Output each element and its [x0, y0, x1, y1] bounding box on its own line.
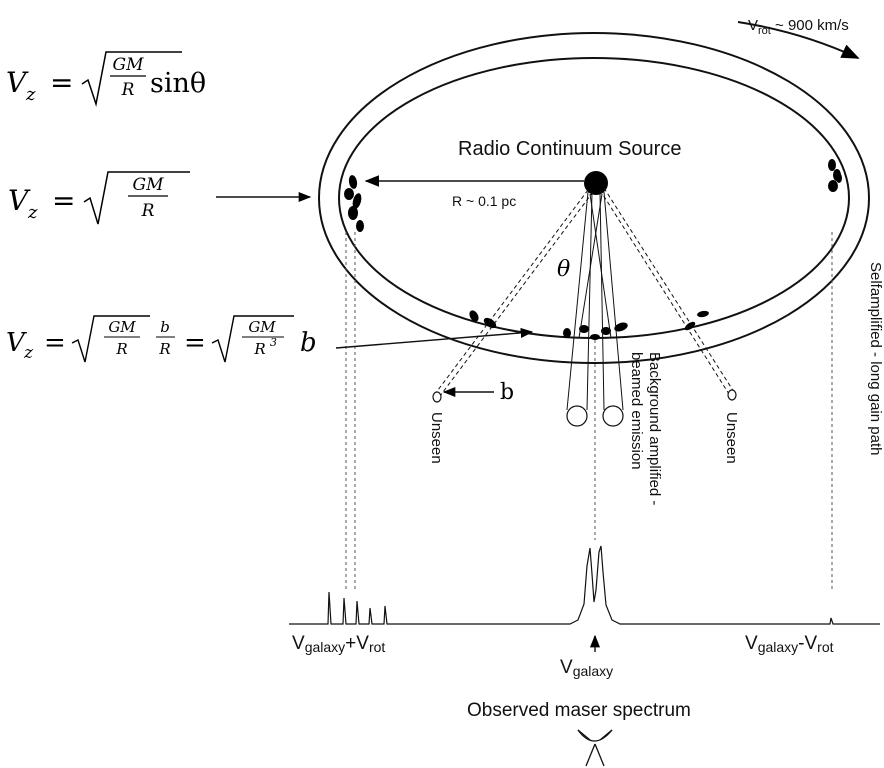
svg-text:V: V: [6, 66, 29, 99]
svg-text:z: z: [23, 343, 34, 363]
background-beams: [566, 191, 624, 411]
svg-text:GM: GM: [113, 55, 145, 75]
svg-text:sinθ: sinθ: [150, 68, 206, 99]
telescope-icon: [577, 729, 613, 767]
svg-text:b: b: [300, 328, 317, 358]
spectrum-title: Observed maser spectrum: [467, 700, 691, 721]
eq3-arrow: [335, 327, 534, 349]
spectrum-label-center: Vgalaxy: [560, 657, 613, 679]
radio-source: [584, 171, 608, 195]
rotation-arrow: [737, 21, 860, 59]
maser-disk: [318, 32, 870, 364]
svg-text:=: =: [44, 328, 66, 358]
observer-circle-bg-left: [566, 405, 588, 427]
svg-text:R: R: [253, 340, 265, 358]
svg-text:GM: GM: [133, 175, 165, 195]
equation-3: V z = GM R b R = GM R 3 b: [6, 315, 317, 363]
svg-text:V: V: [6, 328, 27, 358]
svg-text:z: z: [25, 84, 36, 105]
svg-text:V: V: [8, 184, 31, 217]
spectrum-label-left: Vgalaxy+Vrot: [292, 633, 385, 655]
observer-circle-unseen-right: [727, 389, 737, 401]
unseen-right-label: Unseen: [723, 412, 740, 464]
svg-text:R: R: [121, 80, 135, 100]
theta-label: θ: [557, 257, 570, 282]
maser-spots-front-center: [563, 322, 628, 340]
equation-2: V z = GM R: [8, 171, 190, 225]
svg-text:R: R: [115, 340, 127, 358]
background-label-line2: beamed emission: [628, 352, 645, 470]
background-label-line1: Background amplified -: [646, 352, 663, 505]
svg-text:=: =: [50, 66, 73, 99]
svg-text:=: =: [52, 184, 75, 217]
unseen-beam-left: [434, 189, 594, 397]
svg-text:GM: GM: [248, 318, 276, 336]
svg-text:R: R: [158, 340, 170, 358]
maser-spectrum-trace: [289, 545, 880, 625]
unseen-beam-right: [599, 187, 735, 395]
svg-text:GM: GM: [108, 318, 136, 336]
maser-spots-right: [828, 159, 842, 192]
equation-1: V z = GM R sinθ: [6, 51, 206, 107]
observer-circle-bg-right: [602, 405, 624, 427]
rotation-label: Vrot ~ 900 km/s: [748, 17, 849, 37]
svg-text:3: 3: [270, 336, 277, 349]
maser-spots-left: [344, 175, 364, 232]
svg-text:z: z: [27, 202, 38, 223]
radius-label: R ~ 0.1 pc: [452, 193, 516, 209]
b-label: b: [500, 380, 514, 405]
projection-lines: [345, 232, 833, 592]
svg-text:R: R: [141, 201, 155, 221]
observer-circle-unseen-left: [432, 391, 442, 403]
svg-text:=: =: [184, 328, 206, 358]
unseen-left-label: Unseen: [428, 412, 445, 464]
spectrum-label-right: Vgalaxy-Vrot: [745, 633, 834, 655]
source-label: Radio Continuum Source: [458, 138, 681, 160]
selfamplified-label: Selfamplified - long gain path: [867, 262, 884, 455]
maser-spots-front-left: [469, 310, 497, 329]
svg-text:b: b: [160, 318, 170, 336]
